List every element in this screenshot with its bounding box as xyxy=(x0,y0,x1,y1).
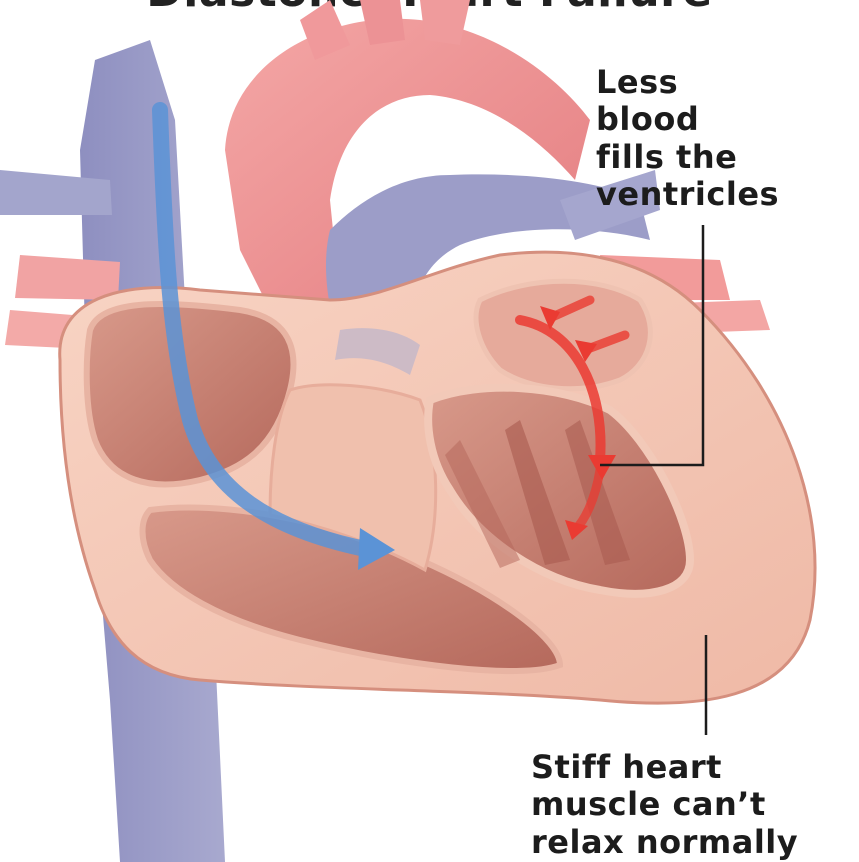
label-stiff-muscle-line-3: relax normally xyxy=(531,824,798,861)
label-stiff-muscle: Stiff heart muscle can’t relax normally xyxy=(531,749,798,861)
label-stiff-muscle-line-1: Stiff heart xyxy=(531,749,798,786)
label-stiff-muscle-line-2: muscle can’t xyxy=(531,786,798,823)
label-less-blood-line-2: blood xyxy=(596,101,779,138)
label-less-blood: Less blood fills the ventricles xyxy=(596,64,779,214)
label-less-blood-line-3: fills the xyxy=(596,139,779,176)
label-less-blood-line-1: Less xyxy=(596,64,779,101)
pulmonary-artery-left xyxy=(15,255,120,300)
label-less-blood-line-4: ventricles xyxy=(596,176,779,213)
